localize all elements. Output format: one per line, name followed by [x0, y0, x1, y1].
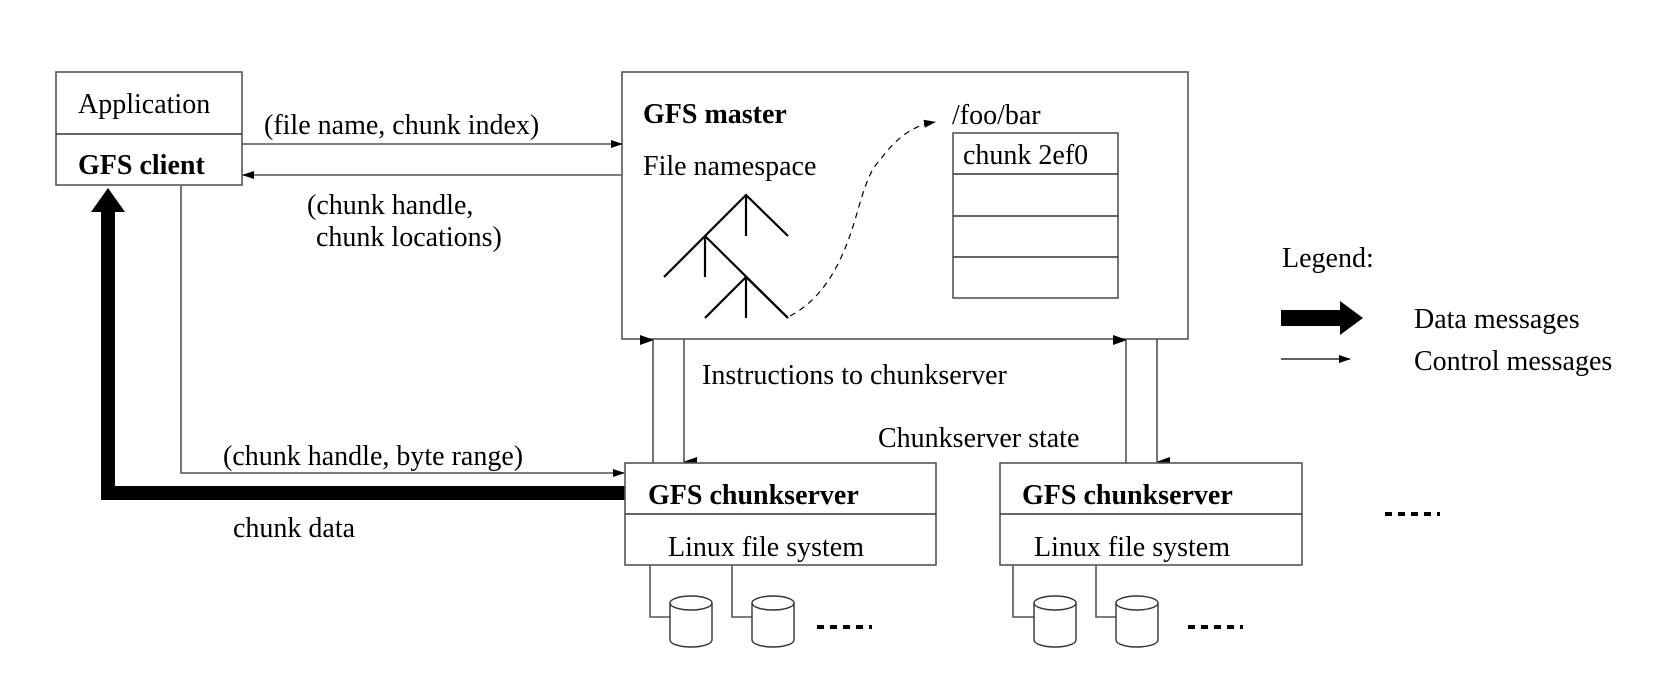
- file-namespace-label: File namespace: [643, 151, 816, 182]
- thick-arrow-icon: [1281, 301, 1363, 335]
- linux-fs-label: Linux file system: [668, 532, 864, 563]
- chunk-data-label: chunk data: [233, 513, 356, 544]
- client-box: Application GFS client: [55, 71, 243, 186]
- read-request-label: (chunk handle, byte range): [223, 441, 523, 472]
- client-box-frame: [55, 71, 243, 186]
- application-label: Application: [78, 89, 210, 120]
- legend-item-control: Control messages: [1281, 346, 1612, 377]
- chunk-data-arrow: [101, 210, 625, 500]
- disk-icon: [1115, 595, 1159, 648]
- legend: Legend: Data messages Control messages: [1281, 243, 1612, 377]
- chunk-data-arrowhead: [91, 188, 125, 212]
- chunkserver-state-label: Chunkserver state: [878, 423, 1079, 454]
- chunkserver-title: GFS chunkserver: [648, 480, 859, 511]
- disk-icon: [751, 595, 795, 648]
- read-request-arrow: [180, 186, 625, 477]
- disk-icon: [669, 595, 713, 648]
- chunkserver-2: GFS chunkserver Linux file system: [999, 462, 1303, 648]
- chunk-table: chunk 2ef0: [952, 132, 1119, 299]
- namespace-tree-icon: [663, 193, 789, 319]
- legend-control-label: Control messages: [1414, 346, 1612, 377]
- legend-data-label: Data messages: [1414, 304, 1580, 335]
- reply-label-line1: (chunk handle,: [307, 190, 473, 221]
- chunkserver-title: GFS chunkserver: [1022, 480, 1233, 511]
- chunkserver-1: GFS chunkserver Linux file system: [624, 462, 937, 648]
- master-title: GFS master: [643, 99, 787, 130]
- master-box: GFS master File namespace /foo/bar chunk…: [621, 71, 1189, 340]
- disk-connector: [649, 565, 670, 618]
- request-label: (file name, chunk index): [264, 110, 539, 141]
- disk-connector: [1095, 565, 1116, 618]
- disk-connector: [731, 565, 752, 618]
- gfs-client-label: GFS client: [78, 150, 205, 181]
- chunk-table-row: chunk 2ef0: [963, 140, 1088, 171]
- linux-fs-label: Linux file system: [1034, 532, 1230, 563]
- file-path-label: /foo/bar: [952, 100, 1041, 131]
- instructions-label: Instructions to chunkserver: [702, 360, 1007, 391]
- disk-connector: [1012, 565, 1034, 618]
- legend-title: Legend:: [1282, 243, 1374, 274]
- reply-label-line2: chunk locations): [309, 222, 502, 253]
- legend-item-data: Data messages: [1281, 301, 1580, 335]
- disk-icon: [1033, 595, 1077, 648]
